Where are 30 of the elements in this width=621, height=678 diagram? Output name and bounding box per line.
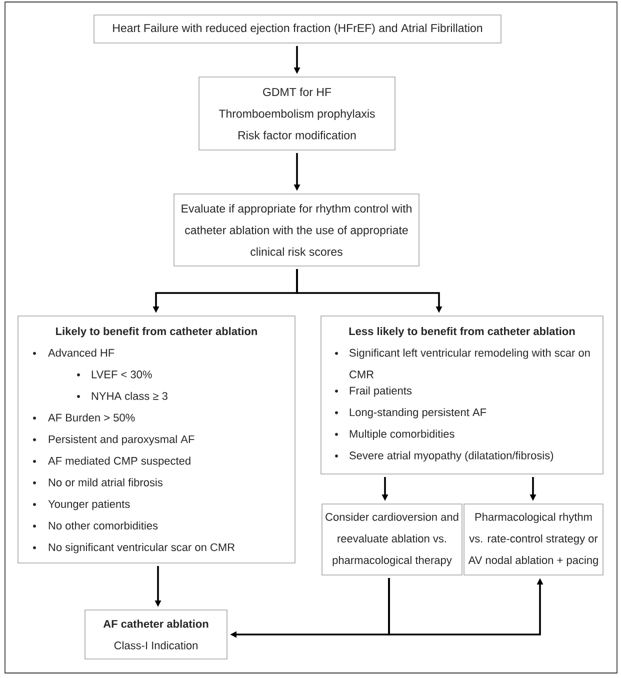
list-item: AF mediated CMP suspected bbox=[48, 456, 190, 467]
list-heading: Likely to benefit from catheter ablation bbox=[56, 327, 257, 338]
box-text: GDMT for HF bbox=[263, 88, 332, 96]
list-item: Persistent and paroxysmal AF bbox=[48, 435, 194, 446]
result-box bbox=[84, 610, 228, 660]
list-item: No or mild atrial fibrosis bbox=[48, 478, 162, 486]
list-item: Long-standing persistent AF bbox=[350, 408, 486, 418]
criteria-box bbox=[18, 316, 296, 564]
list-item: Younger patients bbox=[48, 500, 130, 510]
list-item: Advanced HF bbox=[48, 348, 114, 357]
list-item: Frail patients bbox=[350, 386, 412, 397]
process-box: Consider cardioversion and reevaluate ablation vs. pharmacological therapy bbox=[322, 504, 462, 576]
list-item: Severe atrial myopathy (dilatation/fibrosis) bbox=[350, 451, 554, 462]
process-box: Pharmacological rhythm vs. rate-control strategy or AV nodal ablation + pacing bbox=[464, 504, 604, 576]
box-text: Thromboembolism prophylaxis bbox=[218, 109, 375, 120]
list-item: Multiple comorbidities bbox=[350, 430, 454, 440]
process-box: Evaluate if appropriate for rhythm control with catheter ablation with the use of appropriate clinical risk scores bbox=[174, 194, 420, 266]
list-item: No significant ventricular scar on CMR bbox=[48, 543, 235, 554]
box-heading: AF catheter ablation bbox=[103, 620, 208, 628]
process-box bbox=[198, 76, 396, 150]
list-item: NYHA class ≥ 3 bbox=[92, 392, 168, 400]
list-heading: Less likely to benefit from catheter ablation bbox=[349, 327, 575, 338]
box-text: Class-I Indication bbox=[114, 641, 198, 650]
list-item: Significant left ventricular remodeling with scar on CMR bbox=[350, 348, 590, 378]
criteria-box bbox=[320, 316, 604, 474]
list-item: AF Burden > 50% bbox=[48, 413, 135, 422]
process-box: Heart Failure with reduced ejection fraction (HFrEF) and Atrial Fibrillation bbox=[94, 14, 502, 44]
box-text: Risk factor modification bbox=[238, 130, 356, 140]
list-item: LVEF < 30% bbox=[92, 370, 152, 378]
list-item: No other comorbidities bbox=[48, 521, 158, 530]
